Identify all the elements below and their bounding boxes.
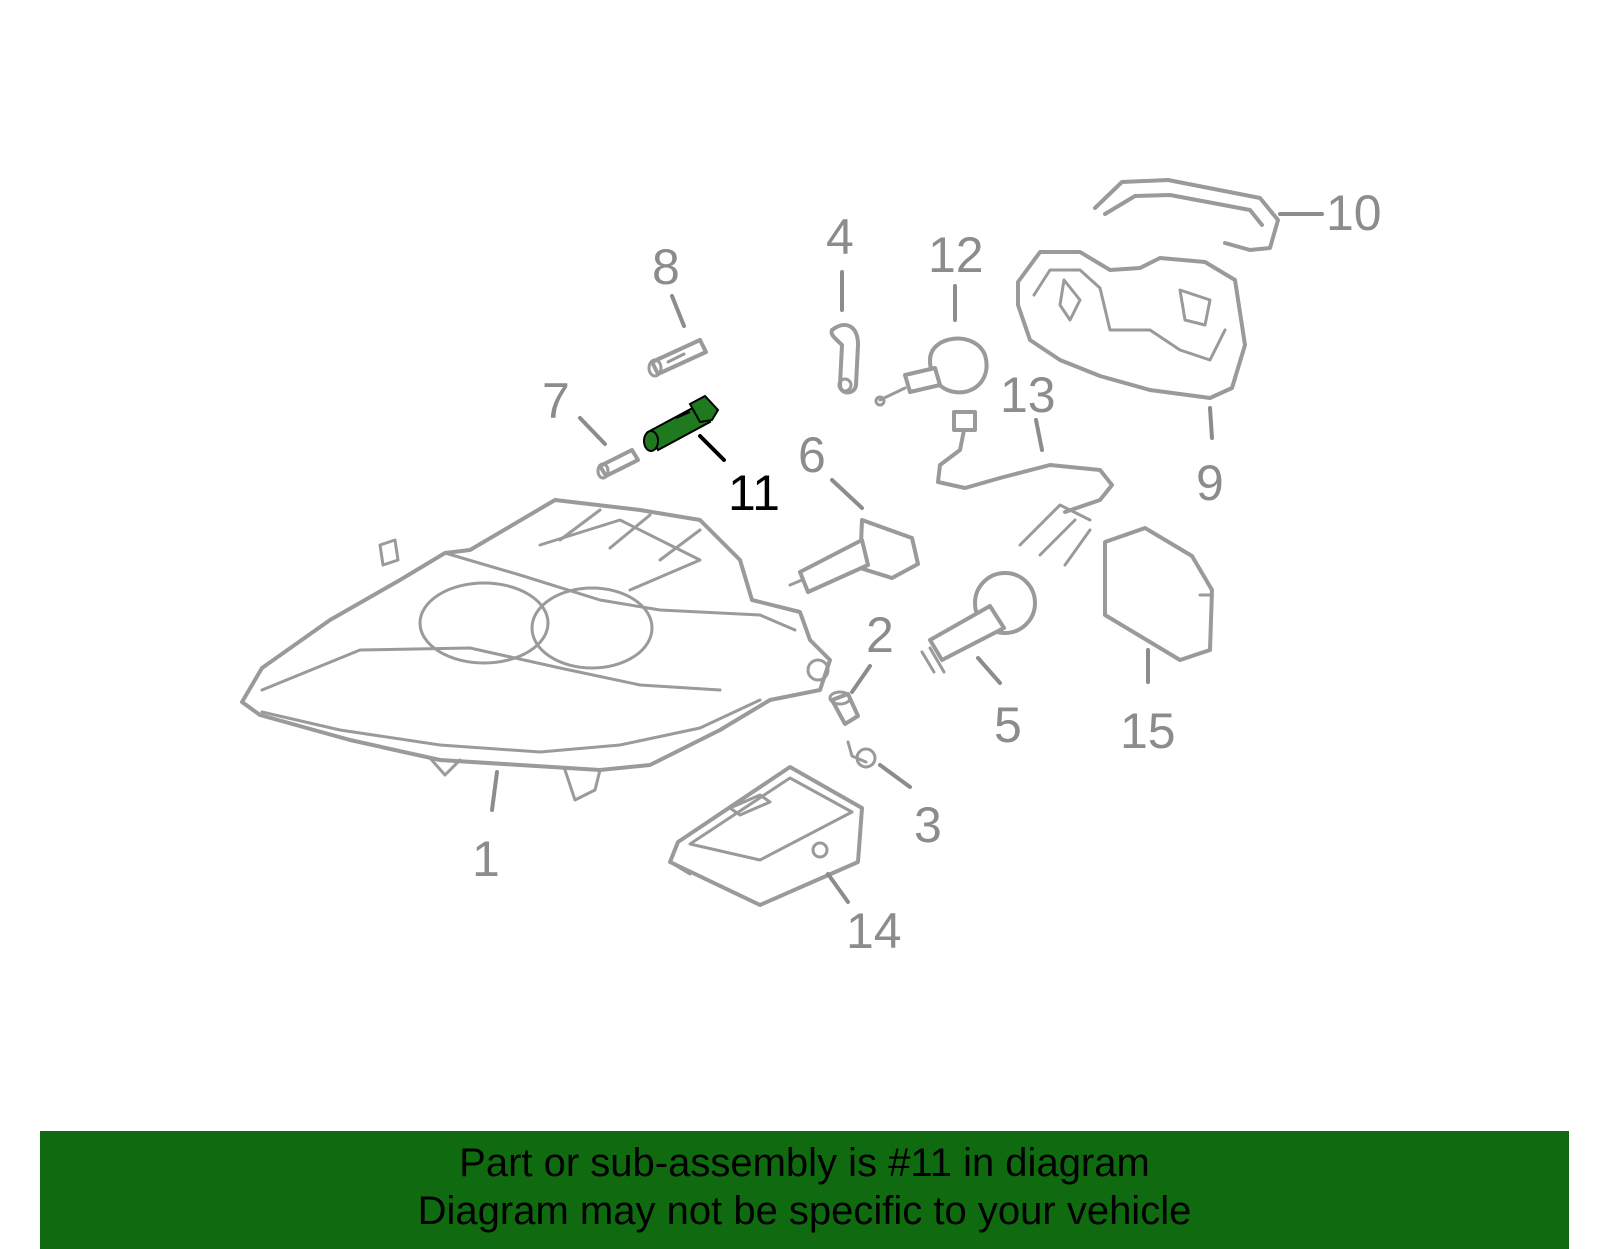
part-7-small-bulb[interactable] [596, 448, 640, 480]
callout-1: 1 [472, 831, 500, 887]
leader-9 [1208, 406, 1214, 440]
part-14-ballast[interactable] [668, 765, 864, 907]
callout-6: 6 [798, 427, 826, 483]
part-10-spring-wire[interactable] [1093, 178, 1280, 252]
leader-11 [698, 434, 726, 462]
leader-14 [826, 872, 850, 904]
part-3-socket[interactable] [846, 740, 877, 769]
leader-8 [670, 294, 686, 328]
part-9-gasket[interactable] [1016, 250, 1247, 400]
callout-14: 14 [846, 903, 902, 959]
callout-3: 3 [914, 797, 942, 853]
part-15-module[interactable] [1103, 526, 1214, 662]
leader-5 [976, 656, 1002, 685]
callout-15: 15 [1120, 703, 1176, 759]
callout-8: 8 [652, 239, 680, 295]
callout-5: 5 [994, 697, 1022, 753]
part-2-bulb[interactable] [828, 690, 860, 726]
callout-13: 13 [1000, 367, 1056, 423]
leader-13 [1034, 418, 1044, 452]
banner-line-disclaimer: Diagram may not be specific to your vehi… [417, 1189, 1192, 1233]
part-11-highlighted[interactable] [643, 394, 720, 452]
leader-3 [878, 763, 912, 789]
callout-10: 10 [1326, 185, 1382, 241]
part-12-ignitor[interactable] [874, 336, 989, 407]
leader-6 [830, 478, 864, 510]
part-13-wire-harness[interactable] [936, 410, 1114, 567]
callout-11: 11 [728, 465, 780, 521]
leader-2 [850, 664, 872, 694]
callout-labels: 1 2 3 4 5 6 7 8 9 10 11 12 13 14 15 [472, 185, 1382, 959]
part-1-headlight-housing[interactable] [240, 498, 832, 802]
part-8-small-bulb[interactable] [647, 338, 708, 378]
info-banner: Part or sub-assembly is #11 in diagram D… [40, 1131, 1569, 1249]
callout-12: 12 [928, 227, 984, 283]
callout-4: 4 [826, 209, 854, 265]
leader-1 [490, 770, 499, 812]
leader-arrows [490, 212, 1324, 904]
callout-7: 7 [542, 373, 570, 429]
part-6-halogen-bulb[interactable] [788, 518, 920, 594]
part-4-clip[interactable] [829, 323, 860, 395]
callout-9: 9 [1196, 455, 1224, 511]
part-5-xenon-bulb[interactable] [920, 571, 1037, 674]
callout-2: 2 [866, 607, 894, 663]
banner-line-part-number: Part or sub-assembly is #11 in diagram [459, 1141, 1150, 1185]
leader-7 [578, 416, 607, 446]
